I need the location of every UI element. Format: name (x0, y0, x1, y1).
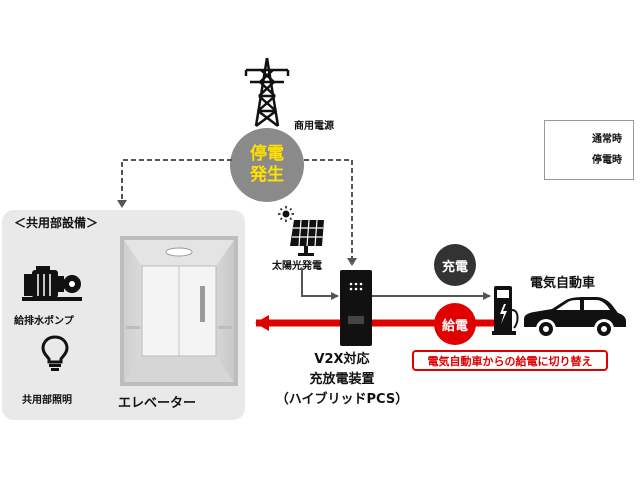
normal-time-dashed-lines (122, 160, 352, 262)
v2x-pcs-unit-icon (339, 270, 373, 348)
pcs-line-3: （ハイブリッドPCS） (262, 390, 422, 410)
ev-label: 電気自動車 (530, 272, 595, 291)
pcs-line-2: 充放電装置 (262, 370, 422, 390)
legend-outage-label: 停電時 (592, 151, 622, 166)
pcs-line-1: V2X対応 (262, 350, 422, 370)
supply-switch-callout: 電気自動車からの給電に切り替え (412, 350, 608, 371)
v2x-pcs-label: V2X対応 充放電装置 （ハイブリッドPCS） (262, 350, 422, 410)
ev-charger-icon (492, 284, 522, 336)
supply-badge: 給電 (434, 303, 476, 345)
charge-badge: 充電 (434, 244, 476, 286)
electric-car-icon (520, 295, 628, 341)
legend-normal-label: 通常時 (592, 130, 622, 145)
legend (544, 120, 634, 180)
